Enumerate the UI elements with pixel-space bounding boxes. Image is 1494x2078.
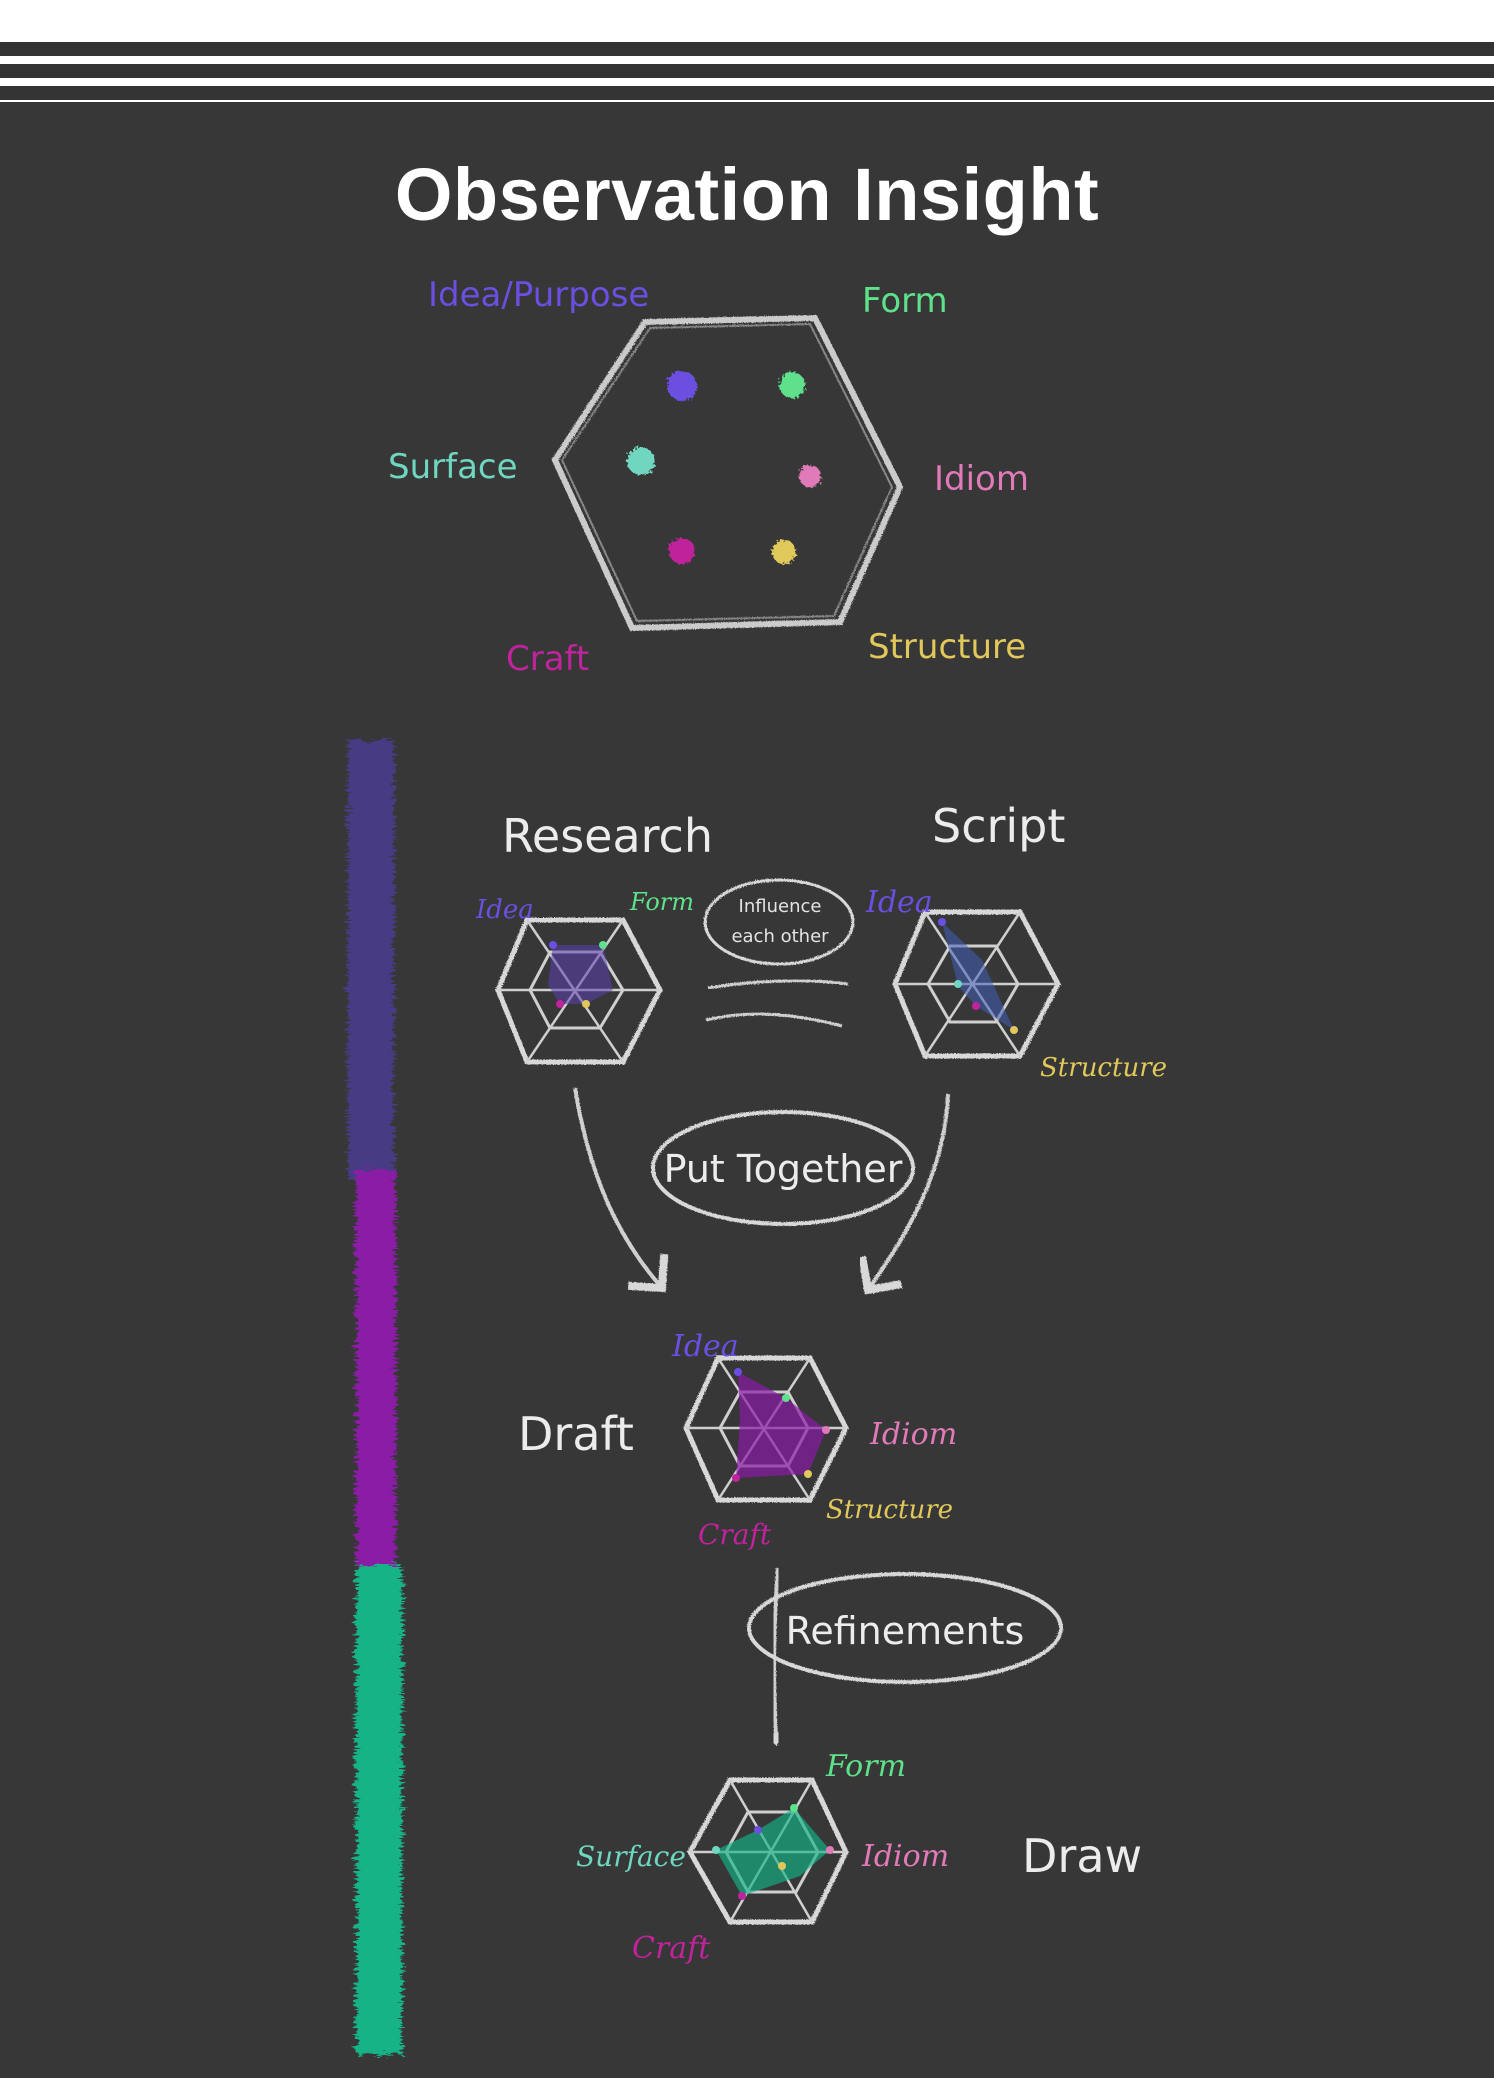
put-together-step: Put Together (573, 1087, 950, 1295)
influence-text: Influence each other (731, 896, 829, 947)
label-idea-purpose: Idea/Purpose (428, 275, 649, 315)
research-stage: Research Idea Form (475, 809, 713, 1065)
header-stripes (0, 0, 1494, 102)
timeline-purple (356, 1170, 396, 1570)
radar-shape (736, 1372, 826, 1478)
put-together-label: Put Together (664, 1147, 903, 1191)
craft-dot (669, 538, 695, 564)
stripe (0, 42, 1494, 56)
script-stage: Script Idea Structure (865, 799, 1167, 1083)
script-label-structure: Structure (1040, 1053, 1167, 1083)
label-craft: Craft (506, 639, 589, 679)
script-title: Script (932, 799, 1065, 853)
timeline-green (356, 1565, 402, 2055)
draw-label-surface: Surface (576, 1840, 686, 1873)
page-title: Observation Insight (394, 153, 1100, 236)
surface-dot (627, 447, 655, 475)
radar-shape (942, 922, 1014, 1030)
radar-shape (548, 945, 613, 1004)
arrow-draft-to-draw (748, 1567, 802, 1746)
top-hexagon: Idea/Purpose Form Surface Idiom Craft St… (388, 275, 1029, 679)
influence-bubble: Influence each other (703, 878, 855, 1028)
stripe (0, 86, 1494, 100)
refinements-label: Refinements (786, 1609, 1025, 1653)
draft-radar (683, 1355, 849, 1503)
research-radar (495, 917, 663, 1065)
research-label-form: Form (629, 888, 694, 916)
put-together-outline (651, 1110, 915, 1226)
refinements-step: Refinements (747, 1567, 1063, 1746)
influence-text-box: Influence each other (731, 896, 829, 947)
idiom-dot (799, 465, 821, 487)
influence-outline (703, 878, 855, 966)
label-idiom: Idiom (934, 459, 1029, 499)
draw-stage: Draw Form Surface Idiom Craft (576, 1749, 1142, 1966)
refinements-outline (747, 1572, 1063, 1684)
timeline-purple-dark (348, 740, 394, 1180)
draft-label-structure: Structure (826, 1495, 953, 1525)
hexagon-outline (551, 314, 904, 632)
hexagon-outline-inner (560, 322, 894, 623)
draft-label-idea: Idea (671, 1329, 739, 1364)
script-radar (892, 909, 1061, 1059)
draw-label-idiom: Idiom (861, 1839, 949, 1874)
draw-label-craft: Craft (632, 1931, 711, 1966)
idea-dot (667, 371, 697, 401)
label-structure: Structure (868, 627, 1026, 667)
influence-arrow-left (705, 1012, 843, 1028)
script-label-idea: Idea (865, 885, 933, 920)
draft-label-idiom: Idiom (869, 1417, 957, 1452)
arrow-research-to-draft (573, 1087, 669, 1293)
research-label-idea: Idea (475, 895, 534, 925)
draw-label-form: Form (825, 1749, 906, 1784)
stripe (0, 64, 1494, 78)
chalkboard: Observation Insight (0, 102, 1494, 2078)
form-dot (779, 372, 805, 398)
label-form: Form (862, 281, 948, 321)
draw-title: Draw (1022, 1829, 1142, 1883)
draft-stage: Draft Idea Idiom Structure Craft (518, 1329, 957, 1551)
radar-shape (716, 1808, 830, 1896)
research-title: Research (502, 809, 713, 863)
label-surface: Surface (388, 447, 518, 487)
influence-arrow-right (707, 979, 849, 990)
arrow-script-to-draft (858, 1093, 950, 1295)
structure-dot (772, 540, 796, 564)
draft-label-craft: Craft (698, 1518, 772, 1551)
timeline-bar (348, 740, 402, 2055)
draft-title: Draft (518, 1407, 634, 1461)
draw-radar (687, 1777, 849, 1925)
